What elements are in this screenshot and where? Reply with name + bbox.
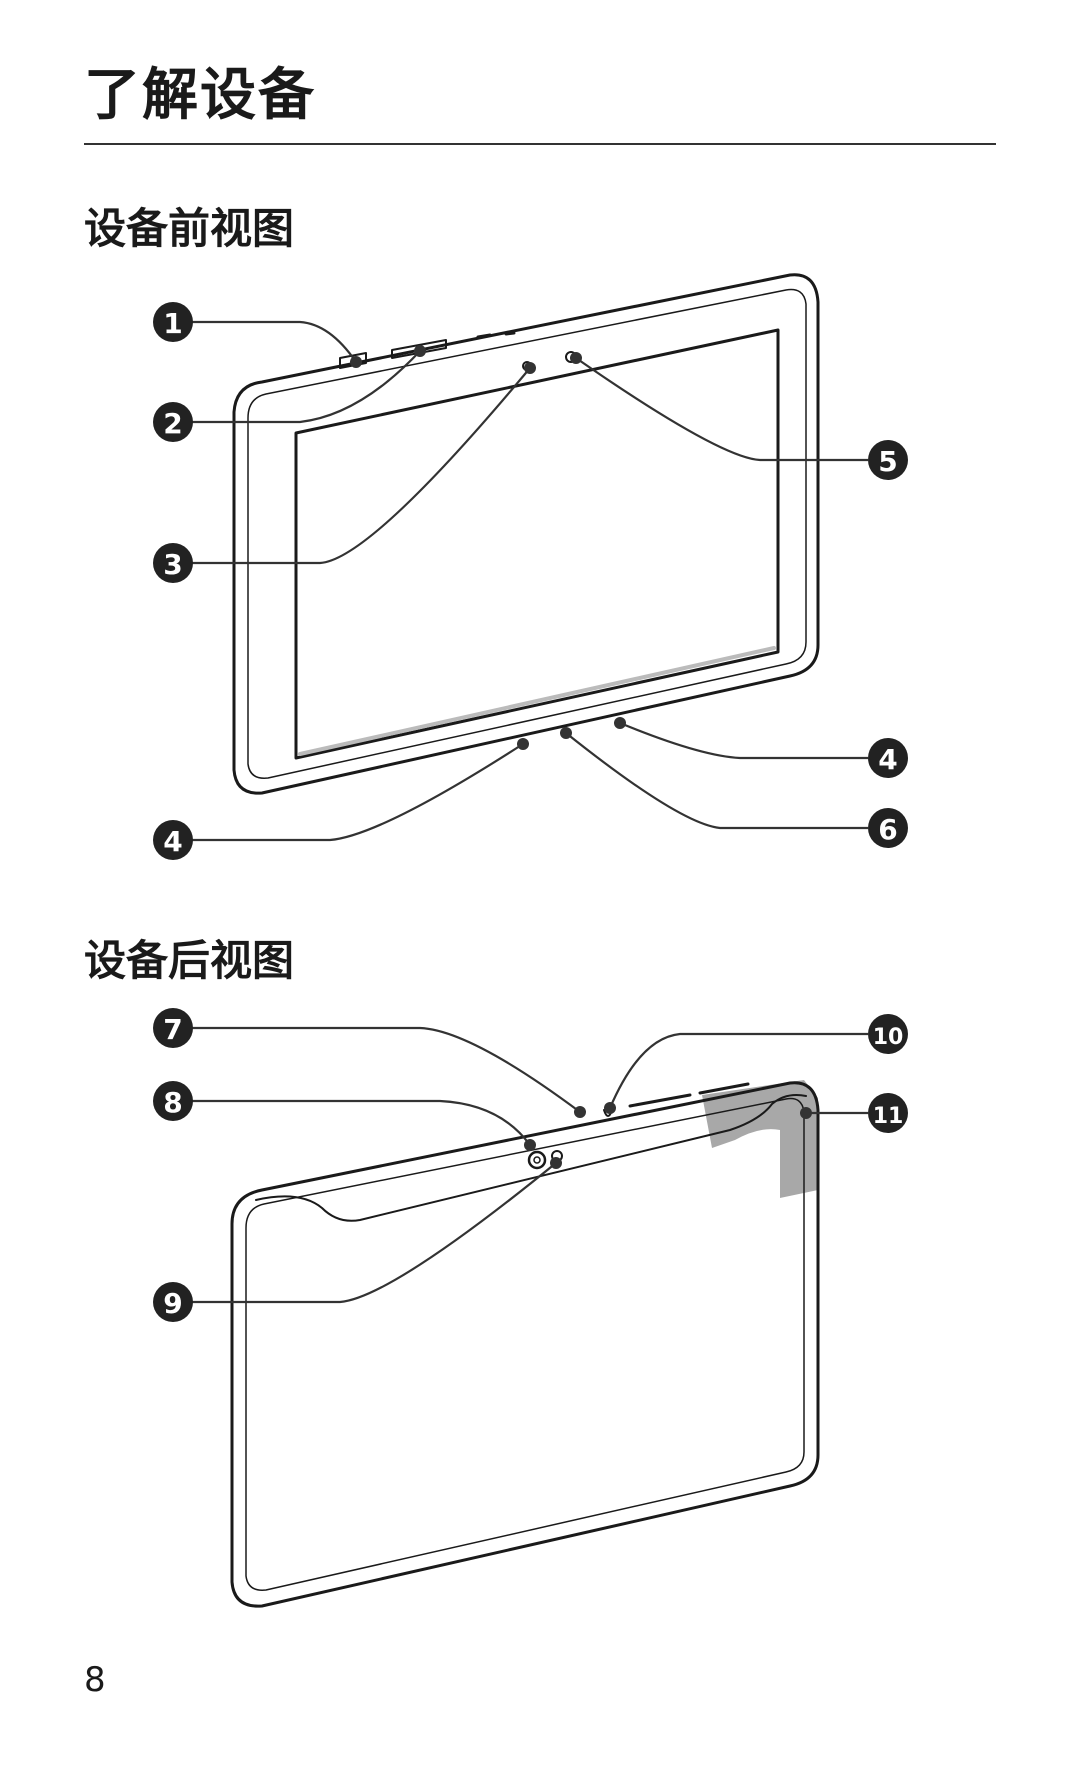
page-number: 8 <box>84 1660 106 1700</box>
power-button <box>339 352 367 369</box>
callout-11: 11 <box>868 1093 908 1133</box>
svg-text:11: 11 <box>873 1104 904 1129</box>
callout-5: 5 <box>868 440 908 480</box>
svg-text:2: 2 <box>163 407 182 440</box>
svg-text:6: 6 <box>878 813 897 846</box>
svg-text:5: 5 <box>878 445 897 478</box>
callout-8: 8 <box>153 1081 193 1121</box>
tablet-front-screen <box>294 328 780 760</box>
callout-3: 3 <box>153 543 193 583</box>
svg-text:9: 9 <box>163 1287 182 1320</box>
tablet-front-body <box>232 273 820 795</box>
title-divider <box>84 143 996 145</box>
volume-button <box>391 339 447 359</box>
callout-4-left: 4 <box>153 820 193 860</box>
svg-text:8: 8 <box>163 1086 182 1119</box>
callout-4-right: 4 <box>868 738 908 778</box>
svg-text:4: 4 <box>878 743 897 776</box>
svg-text:4: 4 <box>163 825 182 858</box>
callout-6: 6 <box>868 808 908 848</box>
tablet-back-body <box>230 1081 820 1608</box>
svg-text:7: 7 <box>163 1013 182 1046</box>
tablet-front-bezel <box>247 288 807 779</box>
front-view-heading: 设备前视图 <box>84 204 295 253</box>
svg-text:3: 3 <box>163 548 182 581</box>
callout-10: 10 <box>868 1014 908 1054</box>
callout-7: 7 <box>153 1008 193 1048</box>
callout-2: 2 <box>153 402 193 442</box>
svg-text:10: 10 <box>873 1025 904 1050</box>
front-view-illustration: 1 2 3 5 4 4 6 <box>153 273 908 860</box>
callout-1: 1 <box>153 302 193 342</box>
back-view-heading: 设备后视图 <box>84 936 295 985</box>
rear-camera <box>527 1150 547 1170</box>
svg-text:1: 1 <box>163 307 182 340</box>
callout-9: 9 <box>153 1282 193 1322</box>
page-title: 了解设备 <box>84 63 316 128</box>
